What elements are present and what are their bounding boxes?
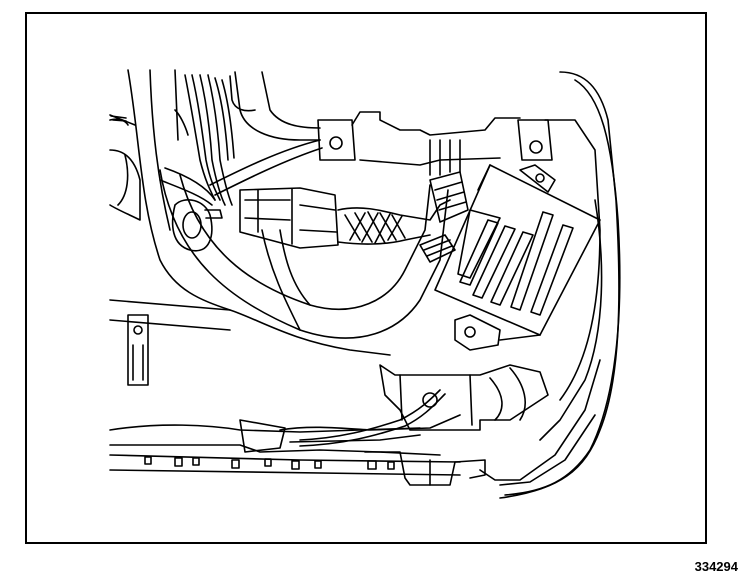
upper-bracket bbox=[235, 72, 552, 175]
door-sill-edge bbox=[480, 360, 600, 485]
taped-harness bbox=[338, 172, 468, 262]
body-panel bbox=[500, 72, 620, 498]
air-duct bbox=[110, 170, 448, 355]
module-plate bbox=[435, 165, 600, 350]
electrical-connector bbox=[240, 188, 338, 248]
left-pillar bbox=[110, 70, 230, 310]
grommet bbox=[173, 200, 222, 251]
illustration-frame bbox=[25, 12, 707, 544]
lower-wire bbox=[300, 390, 445, 446]
sill-rail bbox=[110, 415, 485, 485]
harness-wires bbox=[160, 75, 322, 205]
retaining-clip bbox=[128, 315, 148, 385]
lower-bracket bbox=[380, 365, 548, 430]
upper-left-detail bbox=[110, 76, 255, 135]
figure-number: 334294 bbox=[694, 559, 738, 574]
